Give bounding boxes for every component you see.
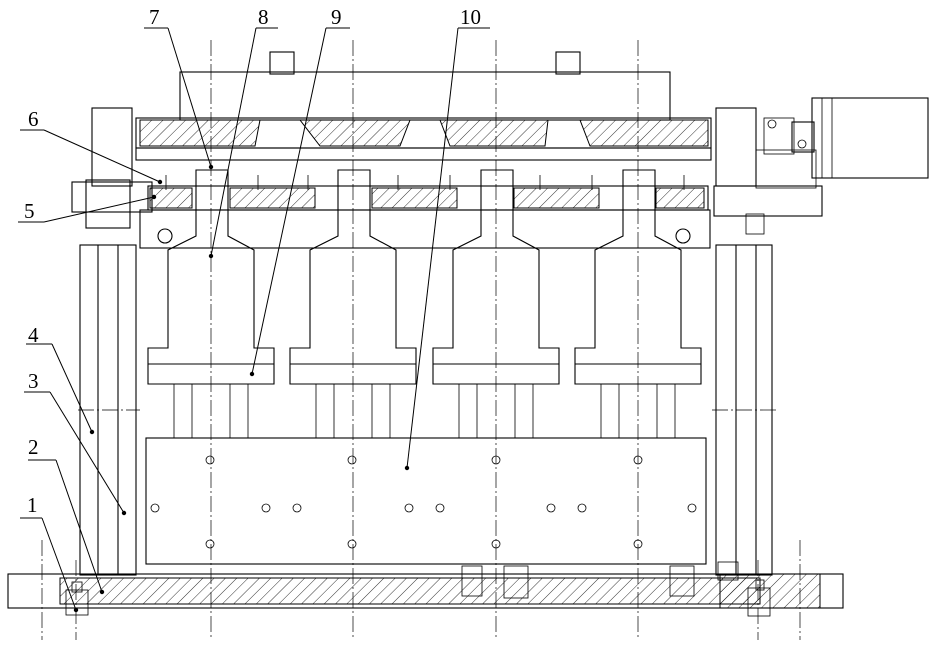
- drive-motor: [756, 98, 928, 188]
- upper-frame: [136, 52, 711, 160]
- callout-8: 8: [258, 5, 269, 29]
- ejector-plate: [140, 175, 710, 248]
- die-block: [146, 438, 706, 564]
- callout-10: 10: [460, 5, 481, 29]
- center-lines: [211, 40, 638, 640]
- callout-4: 4: [28, 323, 39, 347]
- callout-3: 3: [28, 369, 39, 393]
- callout-6: 6: [28, 107, 39, 131]
- right-guide-pillars: [712, 108, 822, 575]
- callout-7: 7: [149, 5, 160, 29]
- base-plate: [8, 540, 843, 640]
- callout-2: 2: [28, 435, 39, 459]
- callout-5: 5: [24, 199, 35, 223]
- left-guide-pillars: [72, 108, 152, 575]
- callout-9: 9: [331, 5, 342, 29]
- callout-1: 1: [27, 493, 38, 517]
